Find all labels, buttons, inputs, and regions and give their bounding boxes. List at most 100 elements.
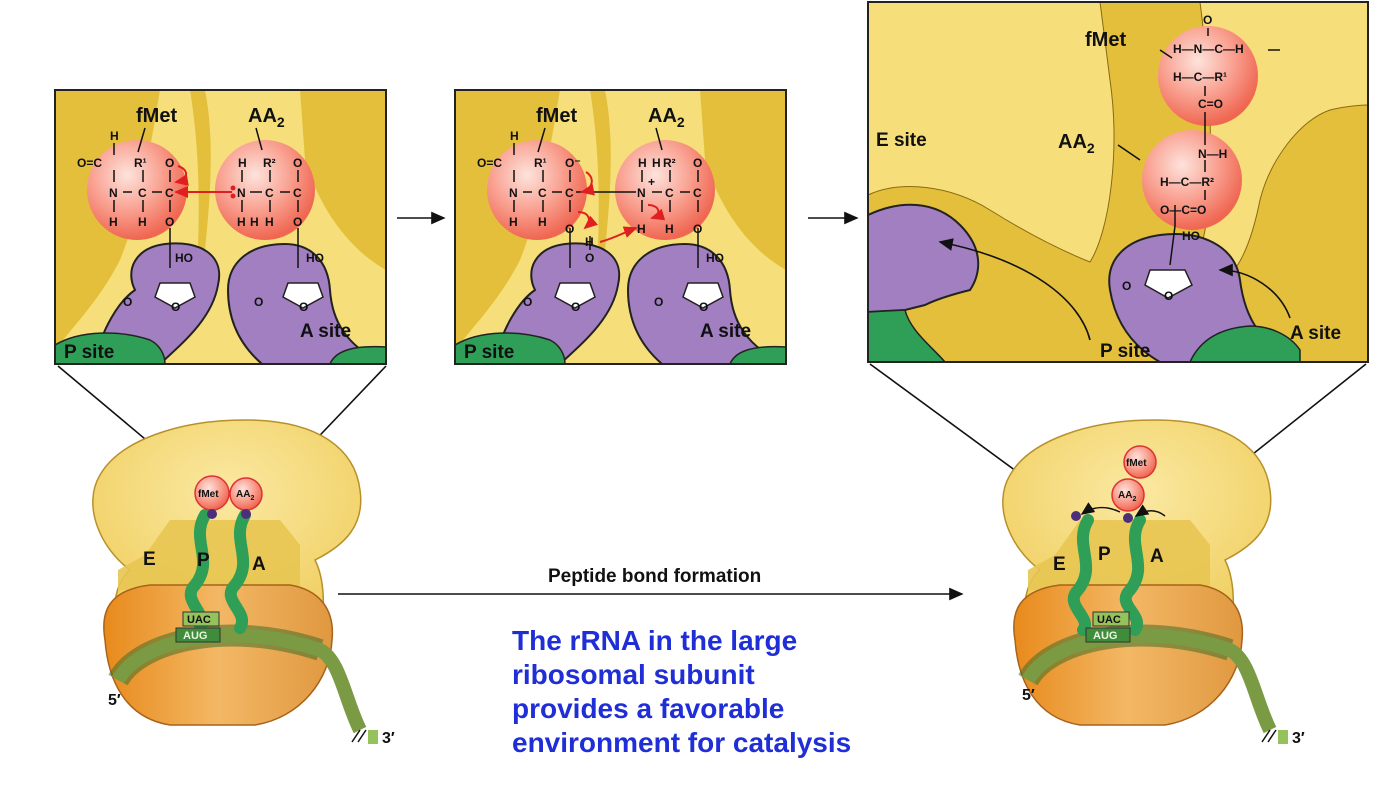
ribosome-right-codon: AUG: [1093, 630, 1117, 642]
ribosome-left-trna-a: [224, 509, 251, 634]
panel-1-aa2-circle: [215, 140, 315, 240]
panel-3-product: fMet AA2 E site P site A site O H—N—C—H …: [867, 1, 1369, 363]
panel-2-chem-h-top: H: [510, 129, 519, 143]
ribosome-left-codon: AUG: [183, 630, 207, 642]
panel-1-aa2-label: AA2: [248, 105, 285, 130]
panel-1-fmet-label: fMet: [136, 105, 177, 127]
ribosome-left-fmet-label: fMet: [198, 489, 219, 500]
ribosome-left-aa2-label: AA2: [236, 489, 254, 502]
panel-3-fmet-label: fMet: [1085, 29, 1126, 51]
ribosome-left-site-a: A: [252, 554, 266, 575]
panel-2-o-left-a: O: [654, 295, 663, 309]
panel-1-mechanism: fMet AA2 H O=C N C C O H H R¹ O H R² O N…: [54, 89, 387, 365]
panel-1-frame: [54, 89, 387, 365]
caption: The rRNA in the large ribosomal subunit …: [512, 624, 942, 760]
panel-2-rrna-cleft: [590, 90, 611, 250]
ribosome-left-site-p: P: [197, 550, 210, 571]
panel-1-chem-h-n: H: [109, 215, 118, 229]
panel-1-chem-h-c-right: H: [265, 215, 274, 229]
panel-3-bonds: [1117, 28, 1280, 266]
ribosome-left-break-2: [357, 729, 367, 743]
ribosome-right-aa2-label: AA2: [1118, 490, 1136, 503]
panel-2-ho-a: HO: [706, 251, 724, 265]
panel-1-chem-oc: O=C: [77, 156, 102, 170]
panel-3-chem-co: C=O: [1198, 97, 1223, 111]
panel-3-sugar-ring: [1144, 269, 1193, 299]
ribosome-right-fmet-label: fMet: [1126, 458, 1147, 469]
panel-1-chem-r2: R²: [263, 156, 276, 170]
panel-1-chem-c1: C: [138, 186, 147, 200]
panel-1-o-left-p: O: [123, 295, 132, 309]
ribosome-left: fMet AA2 E P A UAC AUG 5′ 3′: [92, 419, 395, 747]
ribosome-right-tunnel: [1028, 520, 1210, 590]
panel-1-chem-h-top: H: [110, 129, 119, 143]
ribosome-left-anticodon: UAC: [187, 614, 211, 626]
ribosome-right-p-anchor: [1123, 513, 1133, 523]
panel-1-ho-a: HO: [306, 251, 324, 265]
panel-2-red-arrow-oxyanion: [580, 171, 595, 196]
ribosome-right-site-e: E: [1053, 554, 1066, 575]
panel-1-ho-p: HO: [175, 251, 193, 265]
caption-line-4: environment for catalysis: [512, 727, 852, 758]
panel-1-chem-n: N: [109, 186, 118, 200]
panel-3-chem-hnch: H—N—C—H: [1173, 42, 1244, 56]
panel-3-aa2-circle: [1142, 130, 1242, 230]
caption-line-3: provides a favorable: [512, 693, 785, 724]
panel-1-chem-h-c: H: [138, 215, 147, 229]
panel-2-fmet-label: fMet: [536, 105, 577, 127]
panel-2-chem-h-top-right: H: [638, 156, 647, 170]
panel-2-sugar-ring-a: [682, 282, 724, 309]
panel-3-e-site-label: E site: [876, 130, 927, 151]
panel-3-p-site-green: [1188, 325, 1301, 363]
panel-3-chem-o: O: [1203, 13, 1212, 27]
ribosome-left-codon-box: [175, 627, 221, 643]
ribosome-right-anticodon: UAC: [1097, 614, 1121, 626]
panel-2-chem-h-c: H: [538, 215, 547, 229]
panel-1-chem-o-top: O: [165, 156, 174, 170]
panel-2-p-site-green: [454, 332, 566, 365]
panel-1-ring-o-a: O: [299, 300, 308, 314]
ribosome-right-anticodon-box: [1092, 611, 1130, 627]
panel-2-ho-p: H: [585, 235, 594, 249]
ribosome-right-mrna: [1021, 628, 1277, 734]
panel-1-chem-c-right-1: C: [265, 186, 274, 200]
panel-1-bonds: [113, 127, 299, 268]
panel-1-p-site-green: [54, 332, 166, 365]
ribosome-right: fMet AA2 E P A UAC AUG 5′ 3′: [1002, 419, 1305, 747]
panel-3-chem-nh: N—H: [1198, 147, 1227, 161]
panel-1-red-arrow-carbonyl: [174, 165, 189, 186]
ribosome-right-break-1: [1261, 729, 1271, 743]
panel-1-lone-pair-dot-2: [230, 193, 236, 199]
ribosome-right-trna-p: [1067, 514, 1094, 636]
panel-2-rrna-right: [700, 90, 786, 270]
panel-2-chem-h-n-right: H: [637, 222, 646, 236]
panel-3-chem-hcr1: H—C—R¹: [1173, 70, 1227, 84]
panel-1-chem-o-ester: O: [165, 215, 174, 229]
ribosome-left-mrna: [111, 628, 367, 734]
panel-2-a-site-label: A site: [700, 321, 751, 342]
panel-2-chem-oc: O=C: [477, 156, 502, 170]
panel-2-chem-r2: R²: [663, 156, 676, 170]
panel-2-p-site-label: P site: [464, 342, 514, 363]
ribosome-left-anticodon-box: [182, 611, 220, 627]
panel-2-chem-h-n: H: [509, 215, 518, 229]
panel-2-chem-o-ester-right: O: [693, 222, 702, 236]
panel-2-frame: [454, 89, 787, 365]
panel-3-p-to-e-arrow: [938, 238, 1091, 341]
ribosome-left-tunnel: [118, 520, 300, 590]
panel-2-chem-r1: R¹: [534, 156, 547, 170]
panel-1-chem-o-ester-right: O: [293, 215, 302, 229]
panel-2-chem-n-right: N: [637, 186, 646, 200]
panel-1-chem-c2: C: [165, 186, 174, 200]
panel-1-ring-o-p: O: [171, 300, 180, 314]
panel-1-fmet-circle: [87, 140, 187, 240]
ribosome-right-fmet-circle: [1123, 445, 1157, 479]
ribosome-left-break-1: [351, 729, 361, 743]
panel-2-chem-h-extra: H: [652, 156, 661, 170]
panel-1-chem-h-top-right: H: [238, 156, 247, 170]
panel-2-aa2-circle: [615, 140, 715, 240]
panel-3-aa2-label: AA2: [1058, 131, 1095, 156]
panel-2-chem-c1: C: [538, 186, 547, 200]
panel-1-sugar-ring-a: [282, 282, 324, 309]
panel-1-chem-o-right-top: O: [293, 156, 302, 170]
